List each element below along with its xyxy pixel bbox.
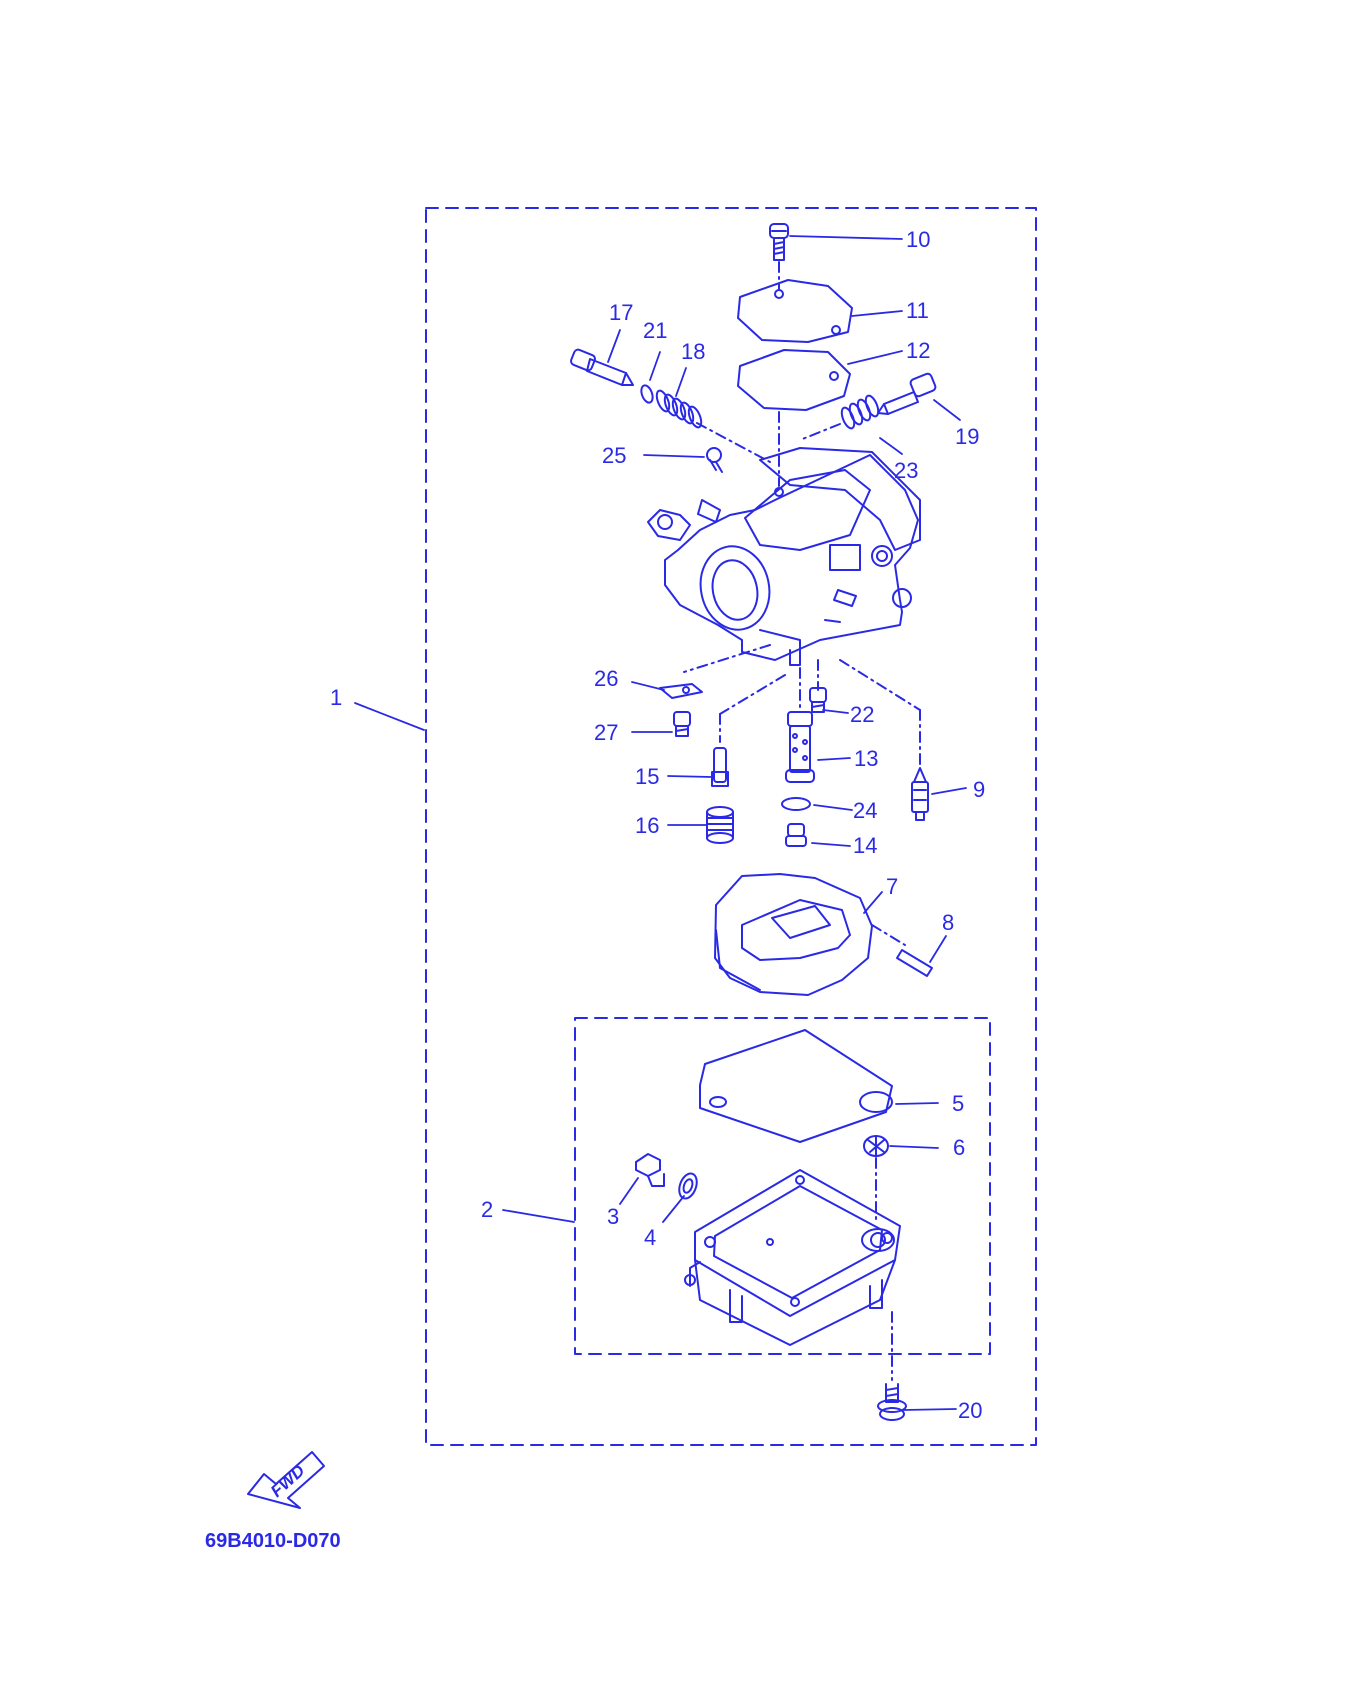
part-11-cover-plate bbox=[737, 279, 853, 343]
part-17-pilot-screw bbox=[570, 348, 634, 386]
callout-26: 26 bbox=[594, 666, 618, 691]
callout-27: 27 bbox=[594, 720, 618, 745]
callout-9: 9 bbox=[973, 777, 985, 802]
callout-17: 17 bbox=[609, 300, 633, 325]
callout-3: 3 bbox=[607, 1204, 619, 1229]
callout-25: 25 bbox=[602, 443, 626, 468]
float-chamber-assembly-boundary bbox=[574, 1017, 991, 1355]
callout-18: 18 bbox=[681, 339, 705, 364]
callout-6: 6 bbox=[953, 1135, 965, 1160]
float-chamber bbox=[684, 1169, 901, 1346]
part-6-filter bbox=[863, 1135, 889, 1157]
callout-12: 12 bbox=[906, 338, 930, 363]
forward-direction-arrow-icon bbox=[247, 1451, 325, 1509]
callout-1: 1 bbox=[330, 685, 342, 710]
callout-13: 13 bbox=[854, 746, 878, 771]
part-27-screw bbox=[673, 711, 691, 737]
part-24-o-ring bbox=[781, 797, 811, 811]
callout-7: 7 bbox=[886, 874, 898, 899]
callout-numbers: 1 2 3 4 5 6 7 8 9 10 11 12 13 14 15 16 1… bbox=[330, 227, 985, 1423]
callout-14: 14 bbox=[853, 833, 877, 858]
part-22-screw bbox=[809, 687, 827, 713]
part-5-float-chamber-gasket bbox=[699, 1029, 893, 1143]
callout-2: 2 bbox=[481, 1197, 493, 1222]
part-21-o-ring bbox=[640, 384, 654, 404]
part-25-screw bbox=[706, 447, 723, 473]
callout-11: 11 bbox=[906, 298, 929, 323]
forward-direction-label: FWD bbox=[267, 1461, 308, 1501]
part-20-screw bbox=[877, 1383, 907, 1421]
throat-bore bbox=[699, 545, 771, 631]
part-10-screw bbox=[769, 223, 789, 261]
part-14-main-jet bbox=[785, 823, 807, 847]
callout-8: 8 bbox=[942, 910, 954, 935]
callout-22: 22 bbox=[850, 702, 874, 727]
callout-leader-lines bbox=[354, 235, 967, 1411]
part-3-drain-plug bbox=[635, 1153, 665, 1187]
callout-4: 4 bbox=[644, 1225, 656, 1250]
carburetor-assembly-boundary bbox=[425, 207, 1037, 1446]
drawing-code: 69B4010-D070 bbox=[205, 1530, 341, 1552]
part-7-float bbox=[714, 873, 873, 996]
callout-21: 21 bbox=[643, 318, 667, 343]
part-26-clip bbox=[659, 683, 703, 699]
part-16-plug bbox=[706, 806, 734, 844]
callout-23: 23 bbox=[894, 458, 918, 483]
part-19-throttle-stop-screw bbox=[877, 372, 937, 415]
callout-24: 24 bbox=[853, 798, 877, 823]
callout-19: 19 bbox=[955, 424, 979, 449]
part-4-washer bbox=[678, 1172, 698, 1200]
part-15-pilot-jet bbox=[711, 747, 729, 787]
callout-16: 16 bbox=[635, 813, 659, 838]
part-12-gasket bbox=[737, 349, 851, 411]
part-8-float-pin bbox=[896, 949, 933, 977]
callout-15: 15 bbox=[635, 764, 659, 789]
part-9-needle-valve bbox=[911, 767, 929, 821]
part-13-main-nozzle bbox=[785, 711, 815, 783]
carburetor-body bbox=[647, 447, 921, 666]
callout-10: 10 bbox=[906, 227, 930, 252]
part-23-spring bbox=[840, 394, 880, 430]
part-18-spring bbox=[655, 389, 703, 429]
callout-5: 5 bbox=[952, 1091, 964, 1116]
callout-20: 20 bbox=[958, 1398, 982, 1423]
